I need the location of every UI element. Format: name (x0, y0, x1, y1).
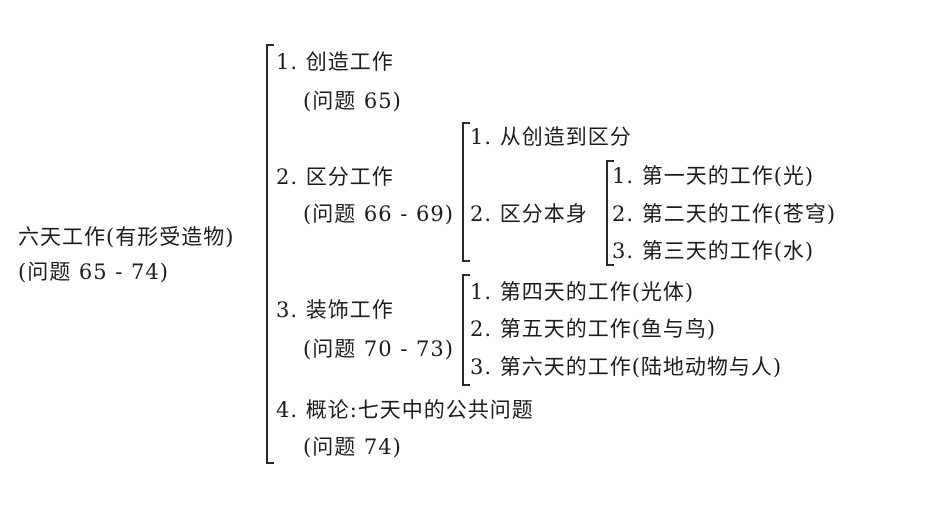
section-3-label: 3. 装饰工作 (276, 298, 394, 322)
day-4-item: 1. 第四天的工作(光体) (470, 280, 695, 304)
section-4-question-ref: (问题 74) (303, 435, 402, 459)
section-2-bracket (462, 122, 470, 262)
day-6-item: 3. 第六天的工作(陆地动物与人) (470, 355, 783, 379)
day-3-item: 3. 第三天的工作(水) (612, 239, 815, 263)
day-1-item: 1. 第一天的工作(光) (612, 164, 815, 188)
section-1-question-ref: (问题 65) (303, 89, 402, 113)
root-question-ref: (问题 65 - 74) (18, 260, 169, 284)
section-2-item-1: 1. 从创造到区分 (470, 125, 632, 149)
section-3-bracket (462, 274, 470, 386)
section-1-label: 1. 创造工作 (276, 50, 394, 74)
section-2-label: 2. 区分工作 (276, 165, 394, 189)
section-2-question-ref: (问题 66 - 69) (303, 202, 454, 226)
section-3-question-ref: (问题 70 - 73) (303, 337, 454, 361)
section-4-label: 4. 概论:七天中的公共问题 (276, 398, 534, 422)
day-5-item: 2. 第五天的工作(鱼与鸟) (470, 317, 717, 341)
main-bracket (266, 44, 274, 464)
day-2-item: 2. 第二天的工作(苍穹) (612, 202, 837, 226)
section-2-item-2: 2. 区分本身 (470, 202, 588, 226)
section-2-2-bracket (606, 160, 614, 266)
root-title: 六天工作(有形受造物) (18, 225, 235, 249)
